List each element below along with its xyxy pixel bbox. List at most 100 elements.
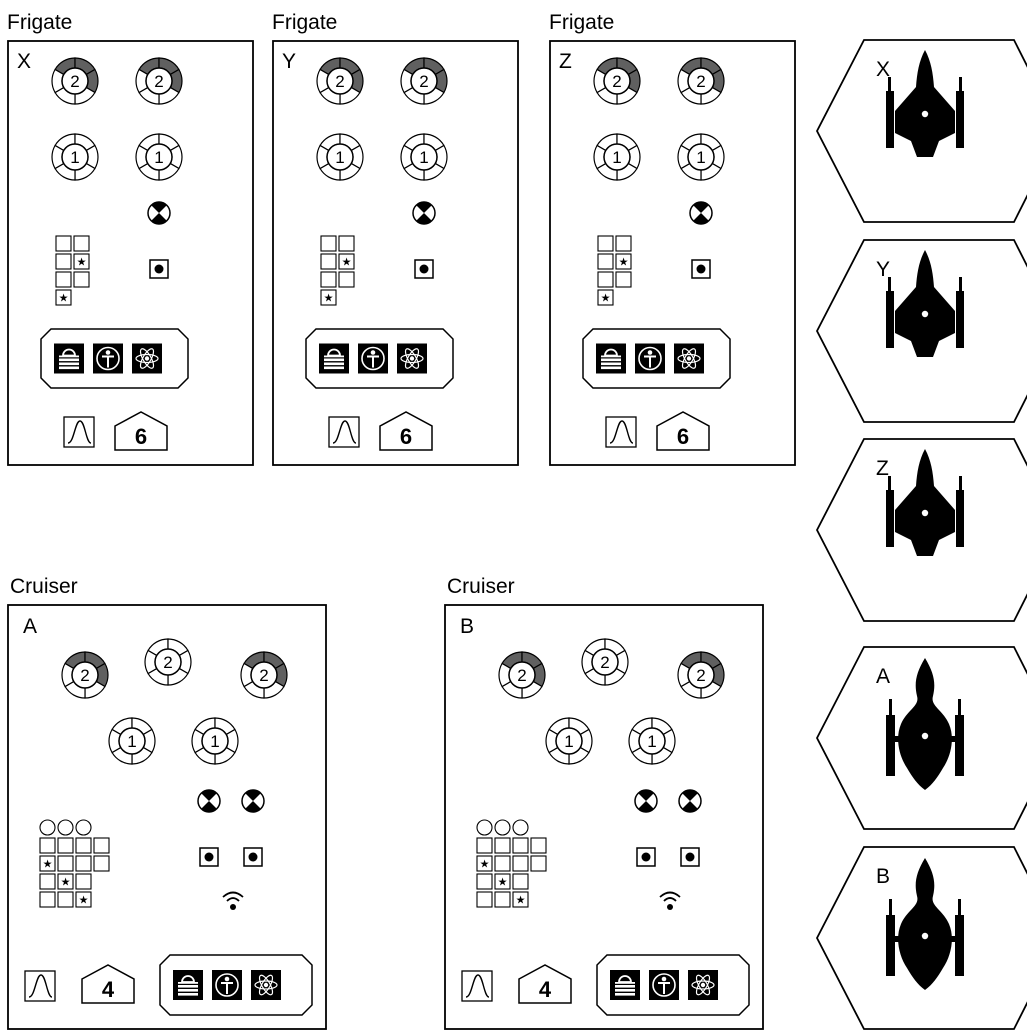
damage-box[interactable] <box>74 236 89 251</box>
officer-stripe <box>178 993 198 996</box>
weapon-dial[interactable]: 2 <box>678 652 724 698</box>
damage-box[interactable] <box>76 874 91 889</box>
damage-box[interactable] <box>598 272 613 287</box>
damage-box[interactable] <box>616 236 631 251</box>
ship-id-label: B <box>460 615 474 638</box>
ship-id-label: Y <box>282 50 296 73</box>
weapon-dial[interactable]: 2 <box>594 58 640 104</box>
damage-box[interactable] <box>513 856 528 871</box>
weapon-dial[interactable]: 1 <box>109 718 155 764</box>
damage-box[interactable] <box>616 272 631 287</box>
officer-stripe <box>601 359 621 362</box>
damage-box[interactable] <box>531 838 546 853</box>
damage-box[interactable] <box>321 236 336 251</box>
damage-box[interactable] <box>56 236 71 251</box>
damage-box[interactable] <box>76 856 91 871</box>
counter-x[interactable]: X <box>817 40 1027 222</box>
dial-value: 2 <box>600 653 609 672</box>
atom-nucleus <box>145 356 149 360</box>
targeting-icon <box>148 202 170 225</box>
crew-circle[interactable] <box>477 820 492 835</box>
damage-box[interactable] <box>321 254 336 269</box>
weapon-dial[interactable]: 2 <box>678 58 724 104</box>
weapon-dial[interactable]: 1 <box>594 134 640 180</box>
damage-box[interactable] <box>94 838 109 853</box>
weapon-dial[interactable]: 2 <box>52 58 98 104</box>
weapon-dial[interactable]: 1 <box>52 134 98 180</box>
counter-z[interactable]: Z <box>817 439 1027 621</box>
damage-box[interactable] <box>495 856 510 871</box>
damage-box[interactable] <box>58 838 73 853</box>
counter-a[interactable]: A <box>817 647 1027 829</box>
damage-box[interactable] <box>339 272 354 287</box>
crew-circle[interactable] <box>513 820 528 835</box>
movement-value: 6 <box>135 424 147 449</box>
counter-id-label: A <box>876 665 890 688</box>
weapon-dial[interactable]: 2 <box>317 58 363 104</box>
damage-box[interactable] <box>76 838 91 853</box>
weapon-dial[interactable]: 2 <box>499 652 545 698</box>
weapon-dial[interactable]: 2 <box>241 652 287 698</box>
weapon-dial[interactable]: 2 <box>62 652 108 698</box>
crew-circle[interactable] <box>58 820 73 835</box>
counter-id-label: X <box>876 58 890 81</box>
damage-box[interactable] <box>74 272 89 287</box>
pd-dot <box>642 853 651 862</box>
officer-stripe <box>601 363 621 366</box>
damage-box[interactable] <box>339 236 354 251</box>
weapon-dial[interactable]: 1 <box>317 134 363 180</box>
damage-box[interactable] <box>56 254 71 269</box>
damage-box[interactable] <box>40 838 55 853</box>
damage-box[interactable] <box>477 874 492 889</box>
counter-id-label: B <box>876 865 890 888</box>
counter-b[interactable]: B <box>817 847 1027 1029</box>
weapon-dial[interactable]: 1 <box>546 718 592 764</box>
crew-circle[interactable] <box>76 820 91 835</box>
weapon-dial[interactable]: 2 <box>401 58 447 104</box>
weapon-dial[interactable]: 2 <box>145 639 191 685</box>
damage-box[interactable] <box>40 892 55 907</box>
weapon-dial[interactable]: 1 <box>629 718 675 764</box>
damage-box[interactable] <box>598 236 613 251</box>
damage-box[interactable] <box>513 874 528 889</box>
ship-id-label: X <box>17 50 31 73</box>
damage-box[interactable] <box>40 874 55 889</box>
weapon-dial[interactable]: 2 <box>136 58 182 104</box>
damage-box[interactable] <box>513 838 528 853</box>
crew-panel <box>583 329 730 388</box>
crew-circle[interactable] <box>495 820 510 835</box>
damage-box[interactable] <box>531 856 546 871</box>
damage-box[interactable] <box>495 892 510 907</box>
weapon-dial[interactable]: 2 <box>582 639 628 685</box>
dial-value: 2 <box>612 72 621 91</box>
weapon-dial[interactable]: 1 <box>136 134 182 180</box>
cockpit-dot <box>922 510 928 516</box>
damage-box[interactable] <box>495 838 510 853</box>
dial-value: 1 <box>564 732 573 751</box>
damage-box[interactable] <box>477 892 492 907</box>
damage-box[interactable] <box>58 892 73 907</box>
critical-star-icon: ★ <box>516 894 526 907</box>
weapon-dial[interactable]: 1 <box>678 134 724 180</box>
damage-box[interactable] <box>598 254 613 269</box>
movement-value: 4 <box>102 977 115 1002</box>
damage-box[interactable] <box>58 856 73 871</box>
crew-panel <box>597 955 749 1015</box>
crew-circle[interactable] <box>40 820 55 835</box>
damage-box[interactable] <box>56 272 71 287</box>
dial-value: 2 <box>70 72 79 91</box>
dial-value: 2 <box>163 653 172 672</box>
dial-value: 2 <box>154 72 163 91</box>
counter-y[interactable]: Y <box>817 240 1027 422</box>
damage-box[interactable] <box>94 856 109 871</box>
weapon-dial[interactable]: 1 <box>192 718 238 764</box>
damage-box[interactable] <box>477 838 492 853</box>
weapon-dial[interactable]: 1 <box>401 134 447 180</box>
damage-box[interactable] <box>321 272 336 287</box>
